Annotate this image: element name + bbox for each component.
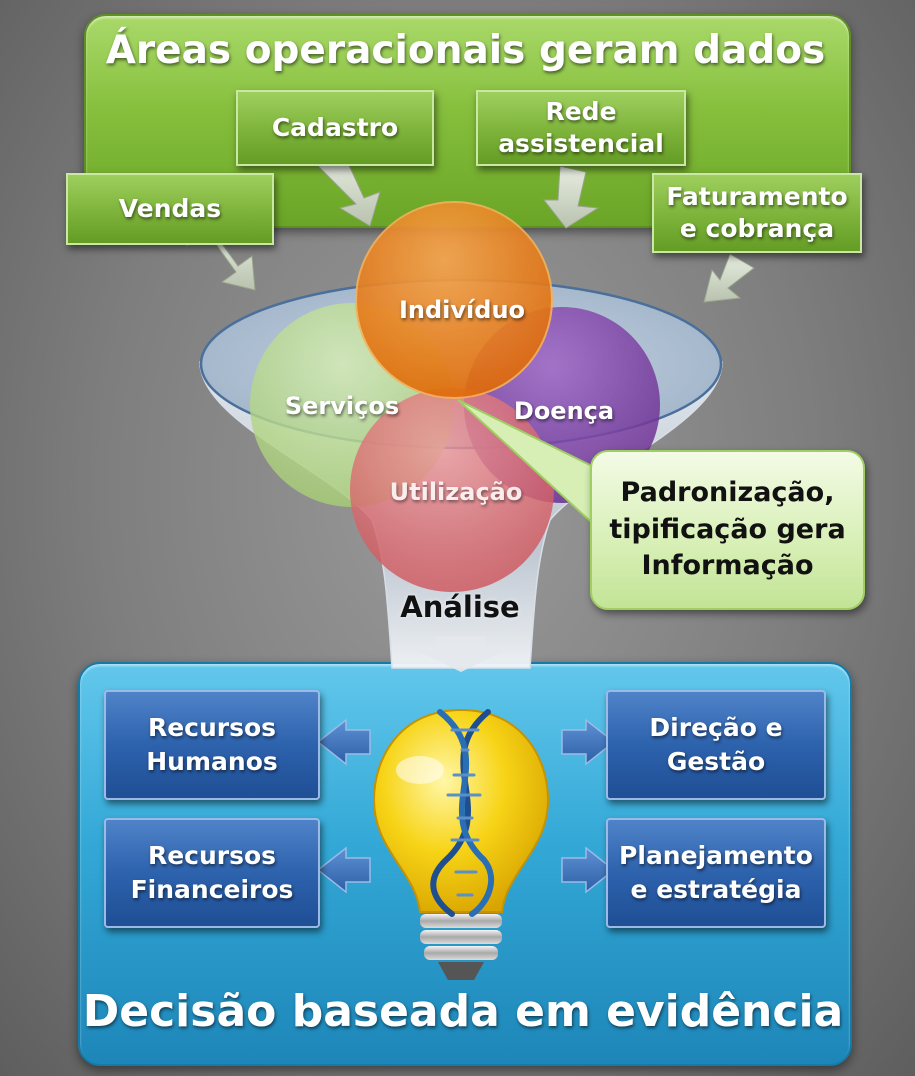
planejamento-estrategia-box: Planejamento e estratégia [606,818,826,928]
faturamento-box: Faturamento e cobrança [652,173,862,253]
arrow-to-rh [316,718,371,766]
utilizacao-label: Utilização [389,478,523,506]
cadastro-box: Cadastro [236,90,434,166]
bottom-panel-title: Decisão baseada em evidência [82,986,844,1037]
arrow-to-planejamento [561,846,616,894]
arrow-rede [542,165,600,229]
recursos-humanos-box: Recursos Humanos [104,690,320,800]
individuo-label: Indivíduo [398,296,526,324]
source-arrows [185,153,755,303]
servicos-label: Serviços [284,392,400,420]
output-arrows [316,718,616,894]
dna-helix-icon [430,709,495,917]
direcao-gestao-box: Direção e Gestão [606,690,826,800]
standardization-callout: Padronização, tipificação gera Informaçã… [590,450,865,610]
arrow-to-direcao [561,718,616,766]
arrow-to-rf [316,846,371,894]
recursos-financeiros-box: Recursos Financeiros [104,818,320,928]
analysis-label: Análise [400,590,520,624]
information-circles [250,201,660,592]
funnel-output-arrow [416,636,506,672]
doenca-label: Doença [513,397,615,425]
top-panel-title: Áreas operacionais geram dados [105,28,826,73]
circle-individuo [355,201,553,399]
arrow-faturamento [703,253,755,303]
rede-assistencial-box: Rede assistencial [476,90,686,166]
vendas-box: Vendas [66,173,274,245]
